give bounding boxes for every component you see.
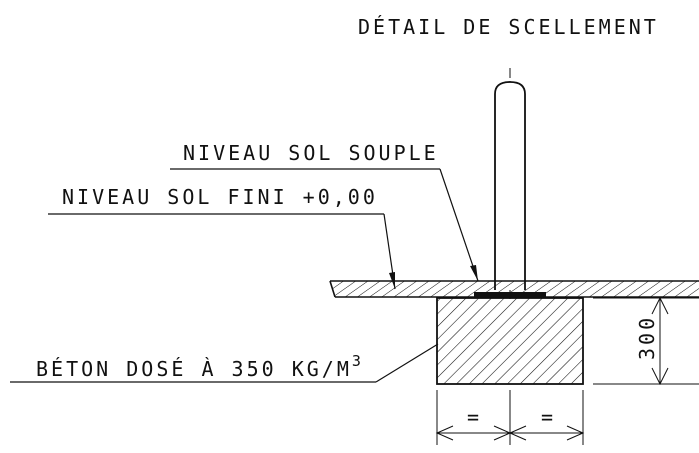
dimension-height-value: 300 <box>635 315 659 360</box>
label-concrete-superscript: 3 <box>352 352 364 370</box>
dimension-right-half: = <box>541 405 556 429</box>
label-soft-floor-level: NIVEAU SOL SOUPLE <box>183 141 439 165</box>
label-finished-floor-level: NIVEAU SOL FINI +0,00 <box>62 185 378 209</box>
leader-finished-floor <box>48 213 396 290</box>
floor-slab <box>329 280 699 298</box>
dimension-height <box>593 296 699 386</box>
post-base-plate <box>474 292 546 297</box>
drawing-title: DÉTAIL DE SCELLEMENT <box>358 15 659 39</box>
label-concrete-spec: BÉTON DOSÉ À 350 KG/M3 <box>36 352 364 381</box>
label-concrete-text: BÉTON DOSÉ À 350 KG/M <box>36 357 352 381</box>
leader-soft-floor <box>170 168 479 282</box>
dimension-width <box>435 390 585 445</box>
concrete-footing <box>436 297 584 385</box>
dimension-left-half: = <box>467 405 482 429</box>
leader-concrete <box>10 343 439 383</box>
post <box>494 81 526 290</box>
